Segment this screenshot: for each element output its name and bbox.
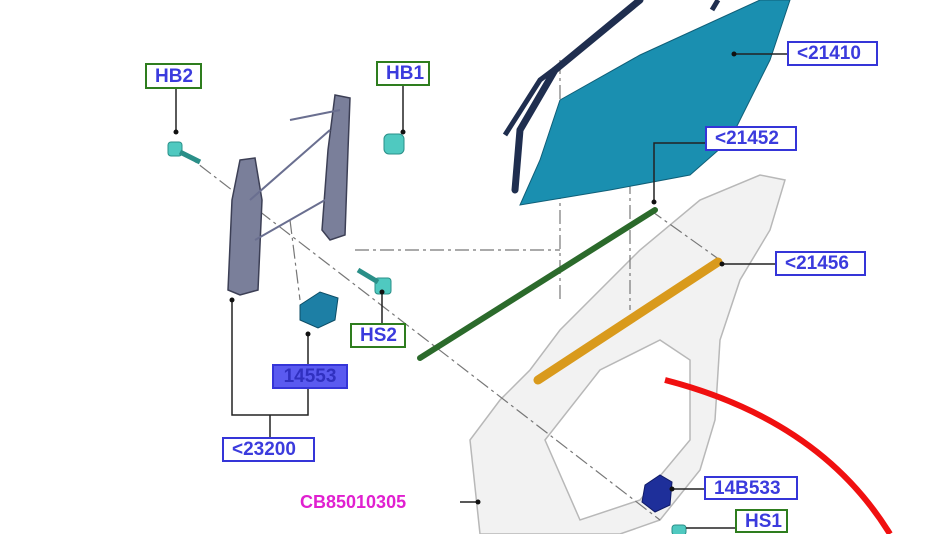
callout-hs2[interactable]: HS2 — [350, 323, 406, 348]
bolt-hb1 — [383, 133, 405, 155]
leader-dots — [173, 51, 737, 505]
bolts — [167, 133, 687, 534]
door-module-clip[interactable] — [641, 474, 673, 513]
callout-23200[interactable]: <23200 — [222, 437, 315, 462]
callout-21452[interactable]: <21452 — [705, 126, 797, 151]
bolt-hb2 — [167, 141, 202, 165]
callout-14b533[interactable]: 14B533 — [704, 476, 798, 500]
regulator-motor[interactable] — [299, 291, 339, 329]
glass-run-seal[interactable] — [511, 0, 644, 194]
window-regulator[interactable] — [227, 94, 351, 296]
outer-belt-weatherstrip[interactable] — [533, 257, 723, 385]
callout-21410[interactable]: <21410 — [787, 41, 878, 66]
inner-belt-weatherstrip[interactable] — [417, 207, 658, 361]
highlight-arc — [664, 377, 893, 534]
leader-lines — [175, 53, 787, 529]
bolt-hs2 — [356, 267, 392, 295]
callout-14553[interactable]: 14553 — [272, 364, 348, 389]
callout-hb2[interactable]: HB2 — [145, 63, 202, 89]
callout-cb85010305[interactable]: CB85010305 — [300, 492, 407, 512]
callout-hs1[interactable]: HS1 — [735, 509, 788, 533]
bolt-hs1 — [671, 524, 687, 534]
callout-21456[interactable]: <21456 — [775, 251, 866, 276]
callout-hb1[interactable]: HB1 — [376, 61, 430, 86]
door-glass[interactable] — [519, 0, 791, 206]
